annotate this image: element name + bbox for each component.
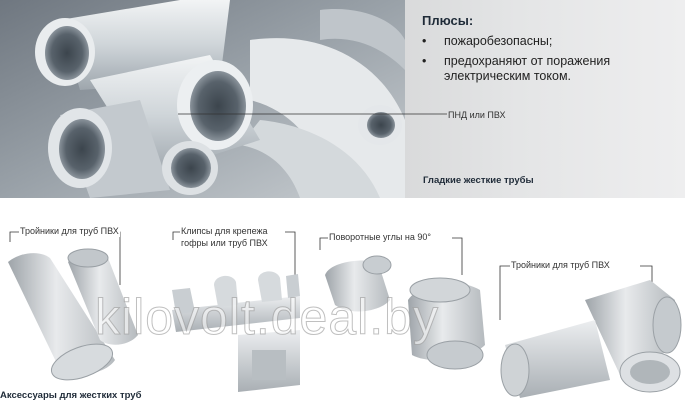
- bullet-icon: •: [422, 34, 427, 48]
- tees-right-label: Тройники для труб ПВХ: [510, 260, 611, 271]
- pointer-line: [405, 113, 447, 115]
- accessories-illustration: [8, 231, 682, 398]
- info-panel: [405, 0, 685, 198]
- watermark: kilovolt.deal.by: [95, 289, 439, 346]
- clips-label-line1: Клипсы для крепежа: [180, 226, 269, 237]
- list-item: • предохраняют от поражения электрическим…: [422, 54, 677, 84]
- clips-label-line2: гофры или труб ПВХ: [180, 238, 269, 249]
- tees-left-label: Тройники для труб ПВХ: [19, 226, 120, 237]
- list-item: • пожаробезопасны;: [422, 34, 677, 49]
- benefit-text: пожаробезопасны;: [444, 34, 553, 48]
- photo-caption: Гладкие жесткие трубы: [423, 175, 534, 186]
- bullet-icon: •: [422, 54, 427, 68]
- benefit-text: предохраняют от поражения электрическим …: [444, 54, 611, 83]
- plus-title: Плюсы:: [422, 13, 474, 28]
- material-label: ПНД или ПВХ: [448, 110, 506, 120]
- accessories-title: Аксессуары для жестких труб: [0, 390, 142, 401]
- elbows-label: Поворотные углы на 90°: [328, 232, 432, 243]
- benefits-list: • пожаробезопасны; • предохраняют от пораж…: [422, 34, 677, 89]
- pipes-photo: [0, 0, 405, 198]
